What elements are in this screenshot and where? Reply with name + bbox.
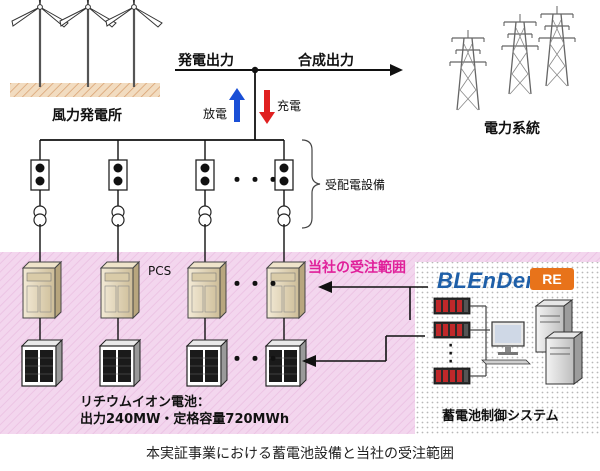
- breaker-ellipsis: ・・・: [227, 168, 283, 192]
- circuit-breaker-icon: [30, 159, 50, 191]
- blender-logo-badge: RE: [530, 268, 574, 290]
- pcs-cabinet-icon: [22, 261, 62, 319]
- figure-caption: 本実証事業における蓄電池設備と当社の受注範囲: [146, 446, 454, 462]
- battery-rack-icon: [186, 339, 228, 387]
- battery-rack-icon: [21, 339, 63, 387]
- output-arrowhead: [390, 64, 403, 76]
- blender-logo: BLEnDer: [437, 268, 535, 293]
- transmission-tower-icon: [538, 5, 576, 87]
- battery-ellipsis: ・・・: [227, 347, 283, 371]
- charge-label: 充電: [277, 99, 302, 113]
- controller-vertical-ellipsis: ···: [448, 338, 454, 370]
- branch: [21, 140, 63, 387]
- wind-turbine-icon: [10, 0, 70, 89]
- combined-output-label: 合成出力: [298, 53, 354, 69]
- wind-turbine-icon: [104, 0, 164, 89]
- equipment-bracket: [301, 139, 321, 229]
- battery-title: リチウムイオン電池：: [80, 395, 211, 410]
- charge-arrow: [259, 90, 275, 124]
- power-grid-towers: [449, 5, 576, 111]
- wind-turbine-icon: [58, 0, 118, 89]
- monitor-icon: [481, 321, 531, 365]
- pcs-ellipsis: ・・・: [227, 272, 283, 296]
- ground-hatch: [10, 83, 160, 97]
- pcs-cabinet-icon: [100, 261, 140, 319]
- pcs-cabinet-icon: [187, 261, 227, 319]
- battery-control-arrow: [302, 335, 425, 367]
- transmission-tower-icon: [449, 29, 487, 111]
- battery-spec: 出力240MW・定格容量720MWh: [80, 412, 290, 427]
- branch: [186, 140, 228, 387]
- transformer-icon: [111, 205, 125, 227]
- transmission-tower-icon: [501, 13, 539, 95]
- branch: [99, 140, 141, 387]
- discharge-label: 放電: [203, 107, 228, 121]
- server-icon: [544, 331, 584, 385]
- controller-unit-icon: [433, 367, 471, 385]
- controller-unit-icon: [433, 321, 471, 339]
- battery-rack-icon: [99, 339, 141, 387]
- order-scope-label: 当社の受注範囲: [308, 260, 406, 276]
- controller-unit-icon: [433, 297, 471, 315]
- circuit-breaker-icon: [195, 159, 215, 191]
- transformer-icon: [198, 205, 212, 227]
- wind-farm: [10, 0, 164, 97]
- generation-output-label: 発電出力: [178, 53, 234, 69]
- pcs-control-arrow: [318, 281, 428, 320]
- power-grid-label: 電力系統: [484, 121, 540, 137]
- transformer-icon: [277, 205, 291, 227]
- receiving-equipment-label: 受配電設備: [325, 178, 386, 192]
- branches: [21, 140, 307, 387]
- branch: [265, 140, 307, 387]
- transformer-icon: [33, 205, 47, 227]
- circuit-breaker-icon: [108, 159, 128, 191]
- discharge-arrow: [229, 88, 245, 122]
- control-system-label: 蓄電池制御システム: [442, 409, 559, 424]
- pcs-label: PCS: [148, 264, 172, 278]
- wind-farm-label: 風力発電所: [52, 108, 122, 124]
